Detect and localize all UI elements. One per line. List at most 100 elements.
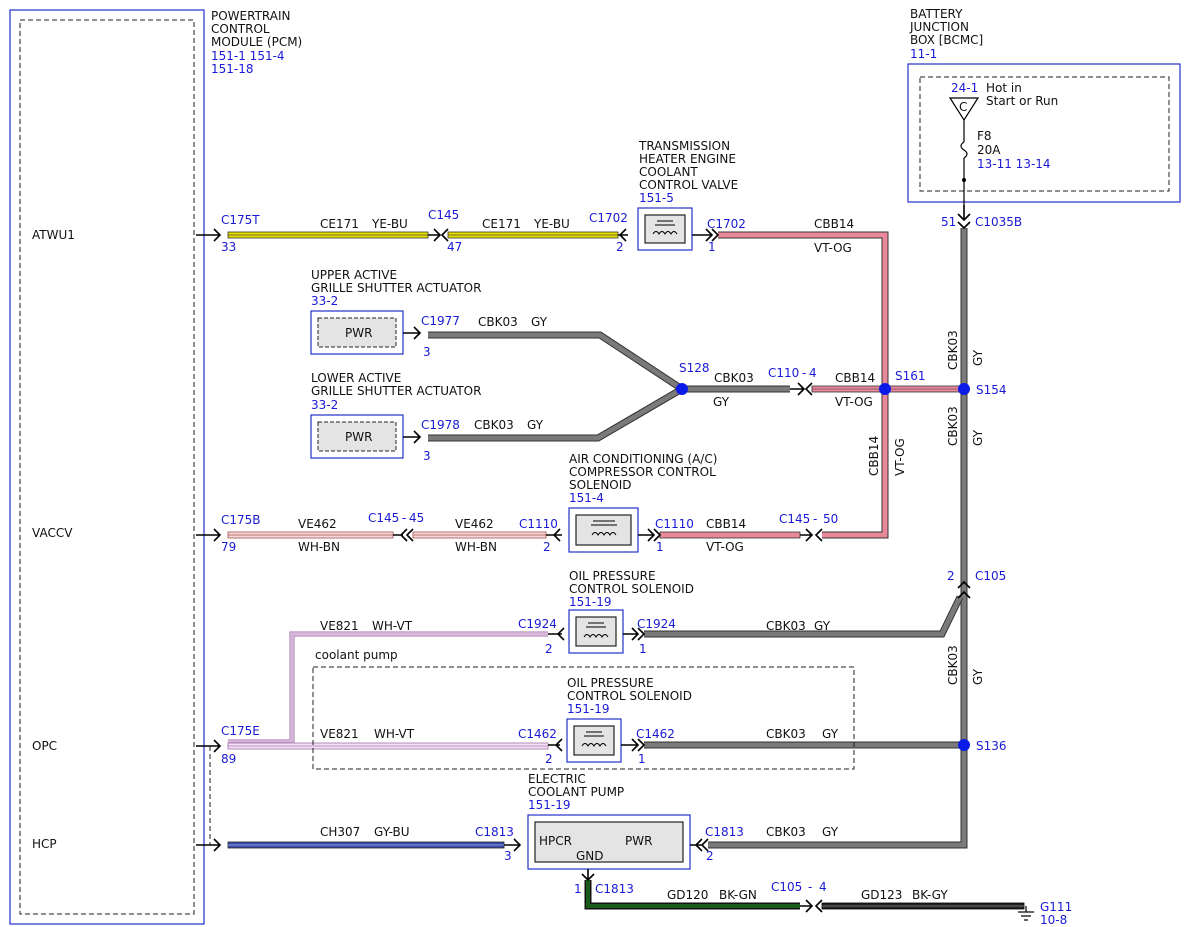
oil-solenoid-1-component[interactable] (568, 609, 624, 654)
wl-ve462-a: VE462 (298, 517, 337, 531)
c175b-label: C175B (221, 513, 261, 527)
coolant-pump-ref[interactable]: 151-19 (528, 798, 571, 812)
wire-ve821-a-center (228, 633, 548, 743)
c145a-pin: 47 (447, 240, 462, 254)
c145b-dash: - (402, 511, 406, 525)
c1462b-pin: 1 (638, 752, 646, 766)
wire-gy-trunk[interactable] (708, 228, 967, 848)
oil-solenoid-2-component[interactable] (566, 718, 622, 763)
upper-grille-ref[interactable]: 33-2 (311, 294, 338, 308)
c1924a-label: C1924 (518, 617, 557, 631)
bjb-ref[interactable]: 11-1 (910, 47, 937, 61)
coolant-pump-option-box (312, 666, 855, 770)
coolant-pump-component[interactable] (527, 814, 691, 870)
pcm-inner-box (19, 19, 195, 915)
splice-s154[interactable] (958, 383, 970, 395)
c1813c-label: C1813 (595, 882, 634, 896)
pcm-ref-2[interactable]: 151-18 (211, 62, 254, 76)
bjb-source-text-1: Hot in (986, 81, 1022, 95)
lower-grille-title-2: GRILLE SHUTTER ACTUATOR (311, 384, 481, 398)
bjb-title-3: BOX [BCMC] (910, 33, 983, 47)
wire-cbk03-oil1[interactable] (644, 595, 963, 637)
lower-grille-pwr: PWR (345, 430, 372, 444)
c175e-pin: 89 (221, 752, 236, 766)
heater-valve-ref[interactable]: 151-5 (639, 191, 674, 205)
wl-cbk03-v2: CBK03 (946, 406, 960, 446)
wl-vtog-b: VT-OG (835, 395, 873, 409)
oil-solenoid-2-title-2: CONTROL SOLENOID (567, 689, 692, 703)
splice-s128[interactable] (676, 383, 688, 395)
wl-ce171-a: CE171 (320, 217, 359, 231)
heater-valve-title-2: HEATER ENGINE (639, 152, 736, 166)
wl-whvt-b: WH-VT (374, 727, 415, 741)
c1978-label: C1978 (421, 418, 460, 432)
bjb-source-ref[interactable]: 24-1 (951, 81, 978, 95)
heater-valve-component[interactable] (637, 207, 693, 251)
splice-s136[interactable] (958, 739, 970, 751)
oil-solenoid-1-ref[interactable]: 151-19 (569, 595, 612, 609)
c1977-pin: 3 (423, 345, 431, 359)
ac-solenoid-title-3: SOLENOID (569, 478, 632, 492)
wire-gd120[interactable] (586, 880, 800, 908)
pcm-pin-opc: OPC (32, 739, 57, 753)
bjb-inner-box (919, 76, 1170, 192)
pcm-pin-vaccv: VACCV (32, 526, 73, 540)
pcm-ref-1[interactable]: 151-1 151-4 (211, 49, 285, 63)
wire-ve462-a[interactable] (227, 531, 394, 539)
wl-whvt-a: WH-VT (372, 619, 413, 633)
wl-whbn-a: WH-BN (298, 540, 340, 554)
wire-ce171-b[interactable] (447, 231, 619, 239)
wl-gy-oil2: GY (822, 727, 839, 741)
heater-valve-title-3: COOLANT (639, 165, 698, 179)
wire-gd123[interactable] (821, 902, 1025, 910)
wl-gy-s128: GY (713, 395, 730, 409)
upper-grille-component[interactable] (310, 310, 404, 355)
splice-s136-label: S136 (976, 739, 1007, 753)
c1462a-pin: 2 (545, 752, 553, 766)
coolant-pump-title-1: ELECTRIC (528, 772, 586, 786)
wl-ve821-a: VE821 (320, 619, 359, 633)
wire-ch307[interactable] (227, 841, 505, 849)
oil-solenoid-2-title-1: OIL PRESSURE (567, 676, 654, 690)
pcm-pin-hcp: HCP (32, 837, 57, 851)
splice-s154-label: S154 (976, 383, 1007, 397)
coolant-pump-hpcr: HPCR (539, 834, 572, 848)
c105b-label: C105 (771, 880, 802, 894)
c1110b-label: C1110 (655, 517, 694, 531)
ac-solenoid-ref[interactable]: 151-4 (569, 491, 604, 505)
oil-solenoid-2-ref[interactable]: 151-19 (567, 702, 610, 716)
splice-s161[interactable] (879, 383, 891, 395)
wire-cbb14-a[interactable] (718, 232, 888, 389)
pcm-title-3: MODULE (PCM) (211, 35, 302, 49)
c1462b-label: C1462 (636, 727, 675, 741)
fuse-refs[interactable]: 13-11 13-14 (977, 157, 1051, 171)
wl-yebu-a: YE-BU (371, 217, 408, 231)
wire-ve462-b[interactable] (412, 531, 547, 539)
wl-ve821-b: VE821 (320, 727, 359, 741)
c1110a-label: C1110 (519, 517, 558, 531)
wl-gy-oil1: GY (814, 619, 831, 633)
c1462a-label: C1462 (518, 727, 557, 741)
ac-solenoid-component[interactable] (568, 507, 639, 553)
c145c-pin: 50 (823, 512, 838, 526)
bjb-box[interactable] (907, 63, 1181, 203)
c110-pin: 4 (809, 366, 817, 380)
pcm-box[interactable] (9, 9, 205, 925)
wl-cbk03-v1: CBK03 (946, 330, 960, 370)
wire-ve821-b[interactable] (227, 742, 549, 750)
pcm-title-2: CONTROL (211, 22, 270, 36)
heater-valve-title-1: TRANSMISSION (638, 139, 730, 153)
wire-cbb14-c[interactable] (659, 531, 801, 539)
wl-gy-pump: GY (822, 825, 839, 839)
wire-labels: CE171 YE-BU CE171 YE-BU CBB14 VT-OG CBK0… (298, 217, 985, 902)
lower-grille-ref[interactable]: 33-2 (311, 398, 338, 412)
wl-cbk03-oil2: CBK03 (766, 727, 806, 741)
g111-label: G111 (1040, 900, 1072, 914)
wl-cbk03-pump: CBK03 (766, 825, 806, 839)
c1813b-pin: 2 (706, 849, 714, 863)
c1702a-pin: 2 (616, 240, 624, 254)
wire-cbb14-v[interactable] (822, 389, 888, 538)
wl-gy-up: GY (531, 315, 548, 329)
wire-ce171-a[interactable] (227, 231, 429, 239)
